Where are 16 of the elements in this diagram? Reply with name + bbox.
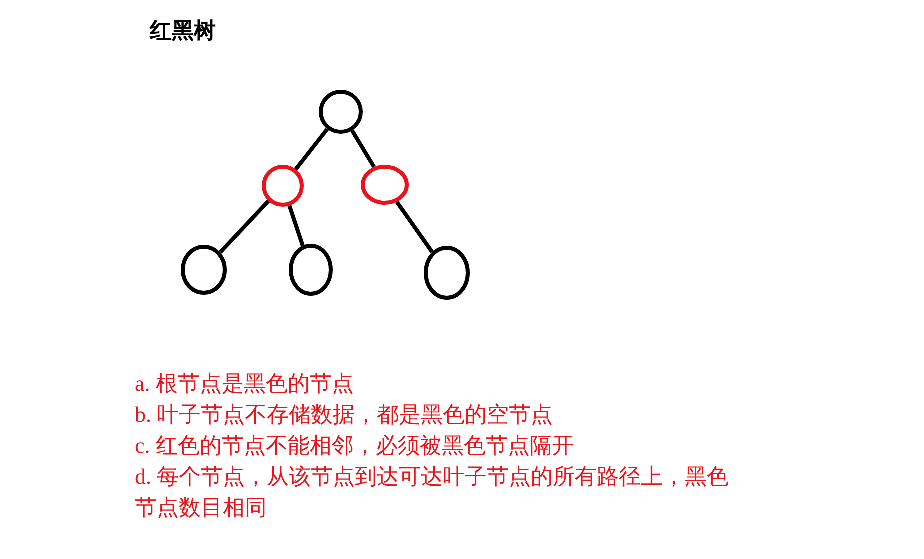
tree-node-circle [424,246,470,300]
tree-edge [294,128,329,171]
tree-node-circle [319,90,363,134]
tree-node-circle [262,165,304,207]
tree-edge [350,130,376,168]
rule-text: a. 根节点是黑色的节点 [135,370,355,398]
tree-node-circle [181,245,227,295]
tree-edge [396,201,434,254]
tree-node-circle [361,165,409,205]
rule-text: c. 红色的节点不能相邻，必须被黑色节点隔开 [135,432,575,460]
rule-text: b. 叶子节点不存储数据，都是黑色的空节点 [135,401,554,429]
tree-node-circle [289,244,333,296]
tree-edge [288,205,305,246]
rule-text: d. 每个节点，从该节点到达可达叶子节点的所有路径上，黑色节点数目相同 [135,463,730,522]
diagram-title: 红黑树 [150,17,216,45]
tree-edge [218,200,270,254]
